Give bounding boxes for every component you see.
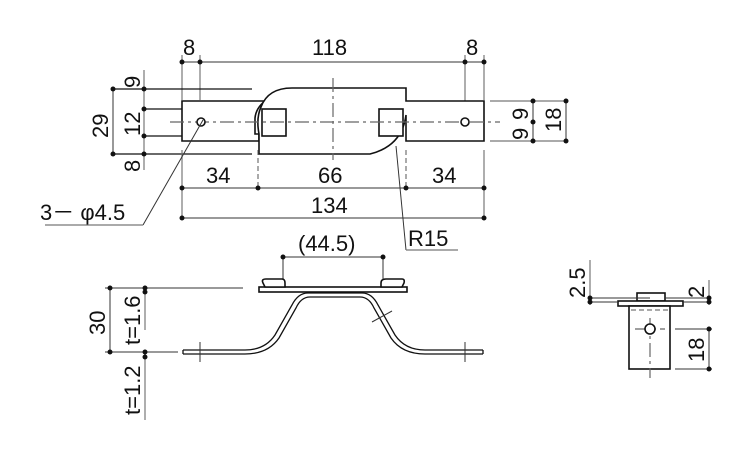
side-view: 2.5 2 18 — [565, 260, 712, 378]
break-mark — [371, 310, 393, 323]
dim-9-lower-right: 9 — [508, 128, 533, 140]
dim-left-offset: 8 — [183, 35, 195, 60]
dim-34-left: 34 — [206, 163, 230, 188]
dim-dot — [141, 106, 147, 112]
dim-dot — [587, 295, 593, 301]
dim-12: 12 — [120, 112, 145, 136]
dim-66: 66 — [318, 163, 342, 188]
dim-dot — [141, 86, 147, 92]
dim-dot — [107, 349, 113, 355]
dim-dot — [142, 349, 148, 355]
dim-dot — [481, 215, 487, 221]
dim-dot — [587, 299, 593, 305]
top-plate — [258, 286, 408, 293]
dim-2: 2 — [684, 286, 709, 298]
dim-18-right: 18 — [541, 108, 566, 132]
right-tab — [380, 278, 406, 288]
dim-8-left: 8 — [120, 160, 145, 172]
dim-dot — [141, 151, 147, 157]
dim-dot — [141, 133, 147, 139]
dim-34-right: 34 — [432, 163, 456, 188]
dim-dot — [481, 185, 487, 191]
dim-29: 29 — [88, 114, 113, 138]
dim-dot — [530, 98, 536, 104]
hole-callout: 3－ φ4.5 — [40, 200, 125, 225]
dim-dot — [706, 326, 712, 332]
dim-9-upper-right: 9 — [508, 108, 533, 120]
dim-dot — [706, 295, 712, 301]
dim-t12: t=1.2 — [120, 365, 145, 415]
dim-dot — [706, 299, 712, 305]
dim-dot — [563, 98, 569, 104]
hole-left-icon — [196, 117, 206, 127]
hole-leader — [142, 119, 204, 226]
hole-right-icon — [460, 117, 470, 127]
dim-dot — [530, 138, 536, 144]
dim-dot — [255, 185, 261, 191]
dim-118: 118 — [312, 35, 347, 60]
front-view: (44.5) 30 t=1.6 t=1.2 — [85, 231, 484, 420]
radius-leader — [395, 145, 407, 251]
dim-134: 134 — [311, 193, 348, 218]
dim-right-offset: 8 — [466, 35, 478, 60]
dim-dot — [380, 254, 386, 260]
dim-dot — [462, 59, 468, 65]
dim-44-5: (44.5) — [298, 231, 355, 256]
dim-dot — [110, 151, 116, 157]
dim-2-5: 2.5 — [565, 267, 590, 298]
formed-strip-bottom — [183, 296, 483, 355]
dim-dot — [142, 354, 148, 360]
dim-t16: t=1.6 — [120, 295, 145, 345]
side-hole-icon — [644, 323, 656, 335]
dim-dot — [179, 215, 185, 221]
dim-dot — [179, 185, 185, 191]
formed-strip-top — [183, 292, 483, 351]
dim-dot — [481, 59, 487, 65]
dim-dot — [107, 285, 113, 291]
dim-dot — [563, 138, 569, 144]
dim-18-side: 18 — [684, 338, 709, 362]
dim-9-left: 9 — [120, 76, 145, 88]
dim-dot — [142, 289, 148, 295]
dim-dot — [280, 254, 286, 260]
dim-dot — [110, 86, 116, 92]
left-tab — [261, 278, 286, 288]
top-view: 8 118 8 9 29 12 8 — [40, 35, 569, 251]
dim-dot — [706, 366, 712, 372]
side-tab — [636, 292, 666, 302]
dim-30: 30 — [85, 311, 110, 335]
dim-r15: R15 — [408, 226, 448, 251]
dim-dot — [142, 285, 148, 291]
dim-dot — [403, 185, 409, 191]
dim-dot — [179, 59, 185, 65]
center-body — [257, 87, 485, 155]
dim-dot — [197, 59, 203, 65]
dim-dot — [530, 119, 536, 125]
